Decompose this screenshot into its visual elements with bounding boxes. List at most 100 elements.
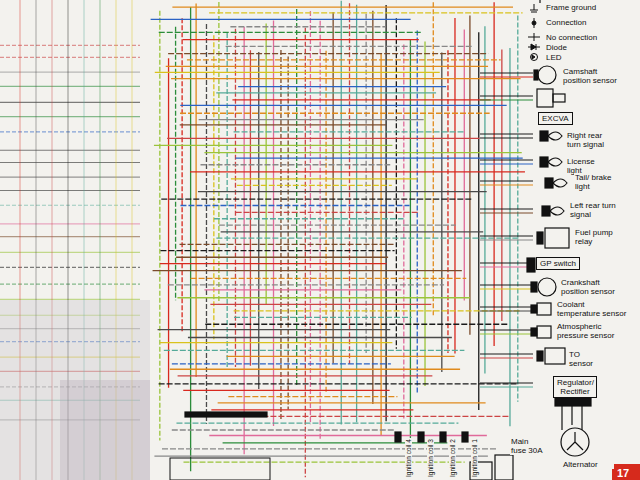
wire <box>209 12 522 13</box>
wire <box>232 99 490 100</box>
wire <box>469 16 470 335</box>
legend-text: LED <box>545 53 563 62</box>
wire <box>168 284 444 285</box>
wire <box>0 190 140 191</box>
wire <box>190 7 191 471</box>
wire <box>160 263 387 264</box>
wire <box>210 304 431 305</box>
coil-label: Ignition coil 4 <box>405 438 412 478</box>
wire <box>0 72 140 73</box>
component-label: Fuel pump relay <box>574 228 616 246</box>
wire <box>325 51 326 394</box>
wire <box>0 205 140 206</box>
legend-text: Connection <box>545 18 587 27</box>
wire <box>162 448 497 449</box>
wire <box>151 19 411 20</box>
wire <box>0 102 140 103</box>
wire <box>365 14 366 353</box>
wire <box>216 92 436 93</box>
wire <box>227 356 455 357</box>
wire <box>385 5 386 421</box>
component-label: Tail/ brake light <box>574 173 616 191</box>
wire <box>234 131 465 132</box>
wire <box>153 270 462 271</box>
box-text: GP switch <box>540 259 576 268</box>
wire <box>180 124 386 125</box>
wire <box>180 105 506 106</box>
wire <box>167 138 479 139</box>
wire <box>183 390 389 391</box>
wire <box>235 29 236 367</box>
wire <box>180 244 395 245</box>
wire <box>480 134 533 135</box>
wire <box>0 162 140 163</box>
wire <box>480 330 533 331</box>
wire <box>250 50 251 366</box>
wire <box>273 20 274 426</box>
wire <box>320 21 321 441</box>
wire <box>480 387 533 388</box>
wire <box>480 334 533 335</box>
wire <box>480 354 533 355</box>
wire <box>258 52 259 389</box>
wire <box>160 250 394 251</box>
legend-text: No connection <box>545 33 598 42</box>
component-label: Atmospheric pressure sensor <box>556 322 628 340</box>
wire <box>372 11 373 404</box>
component-label: Alternator <box>562 460 614 469</box>
wire <box>175 27 176 301</box>
wire <box>237 185 392 186</box>
wire <box>171 78 521 79</box>
wire <box>0 86 140 87</box>
page-number: 17 <box>614 466 632 480</box>
wire <box>230 26 385 27</box>
wire <box>227 33 228 370</box>
wire <box>170 369 460 370</box>
wire <box>410 40 411 465</box>
wire <box>176 257 388 258</box>
wire <box>0 223 140 224</box>
component-box: EXCVA <box>538 112 573 125</box>
wire <box>168 58 169 387</box>
wire <box>159 11 160 441</box>
wire <box>205 324 508 325</box>
wire <box>0 267 140 268</box>
wire <box>183 461 464 462</box>
wire <box>221 231 484 232</box>
wire <box>480 285 533 286</box>
wire <box>480 311 533 312</box>
wire <box>480 77 533 78</box>
component-label: Main fuse 30A <box>510 437 546 455</box>
wire <box>161 198 472 199</box>
wire <box>480 96 533 97</box>
wire <box>454 18 455 353</box>
wire <box>0 57 140 58</box>
wire <box>480 289 533 290</box>
wire <box>180 205 409 206</box>
box-text: Regulator/ Rectifier <box>557 378 593 396</box>
wire <box>0 252 140 253</box>
wire <box>0 299 140 300</box>
component-label: Left rear turn signal <box>569 201 621 219</box>
wire <box>200 164 390 165</box>
wire <box>158 329 391 330</box>
wire <box>0 131 140 132</box>
wire <box>187 59 501 60</box>
coil-label: Ignition coil 1 <box>471 438 478 478</box>
wire <box>0 116 140 117</box>
wire <box>172 363 391 364</box>
wire <box>235 157 522 158</box>
wire <box>223 442 448 443</box>
wire <box>480 307 533 308</box>
component-box: GP switch <box>536 257 580 270</box>
wire <box>464 29 465 300</box>
coil-label: Ignition coil 2 <box>449 438 456 478</box>
wire <box>180 113 490 114</box>
wire <box>213 35 214 339</box>
component-label: TO sensor <box>568 350 600 368</box>
wire <box>219 224 456 225</box>
wire <box>478 32 479 410</box>
wire <box>480 263 533 264</box>
box-text: 17 <box>617 467 629 480</box>
